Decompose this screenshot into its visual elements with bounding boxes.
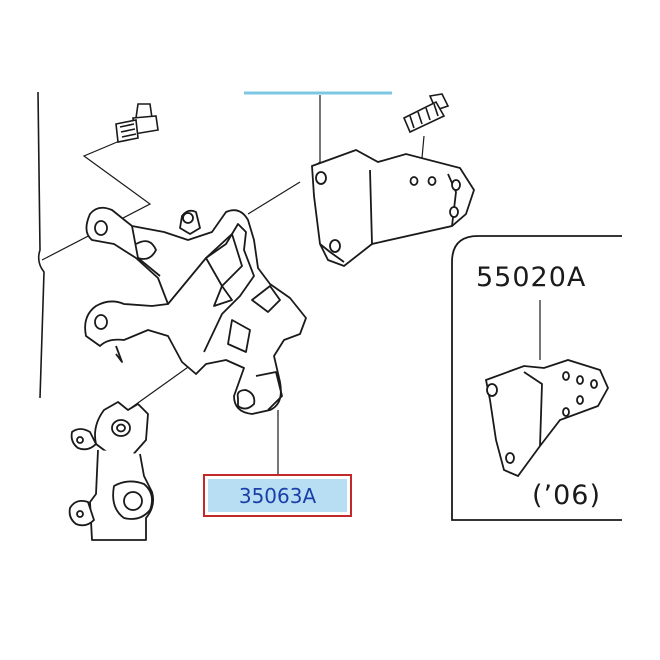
main-part-number-callout[interactable]: 35063A xyxy=(203,474,352,517)
inset-year-note: (’06) xyxy=(532,480,601,511)
inset-part-number-label: 55020A xyxy=(476,262,586,293)
main-footpeg-bracket xyxy=(84,206,307,415)
bracket-plate-inset xyxy=(484,359,610,478)
main-part-number-label: 35063A xyxy=(208,479,347,512)
footpeg-shaft-part xyxy=(68,401,155,541)
bolt-right-icon xyxy=(402,93,450,134)
frame-edge-left xyxy=(37,91,45,399)
inset-box: 55020A (’06) xyxy=(451,235,622,521)
bracket-plate-upper xyxy=(311,149,475,268)
bolt-left-icon xyxy=(115,103,159,143)
